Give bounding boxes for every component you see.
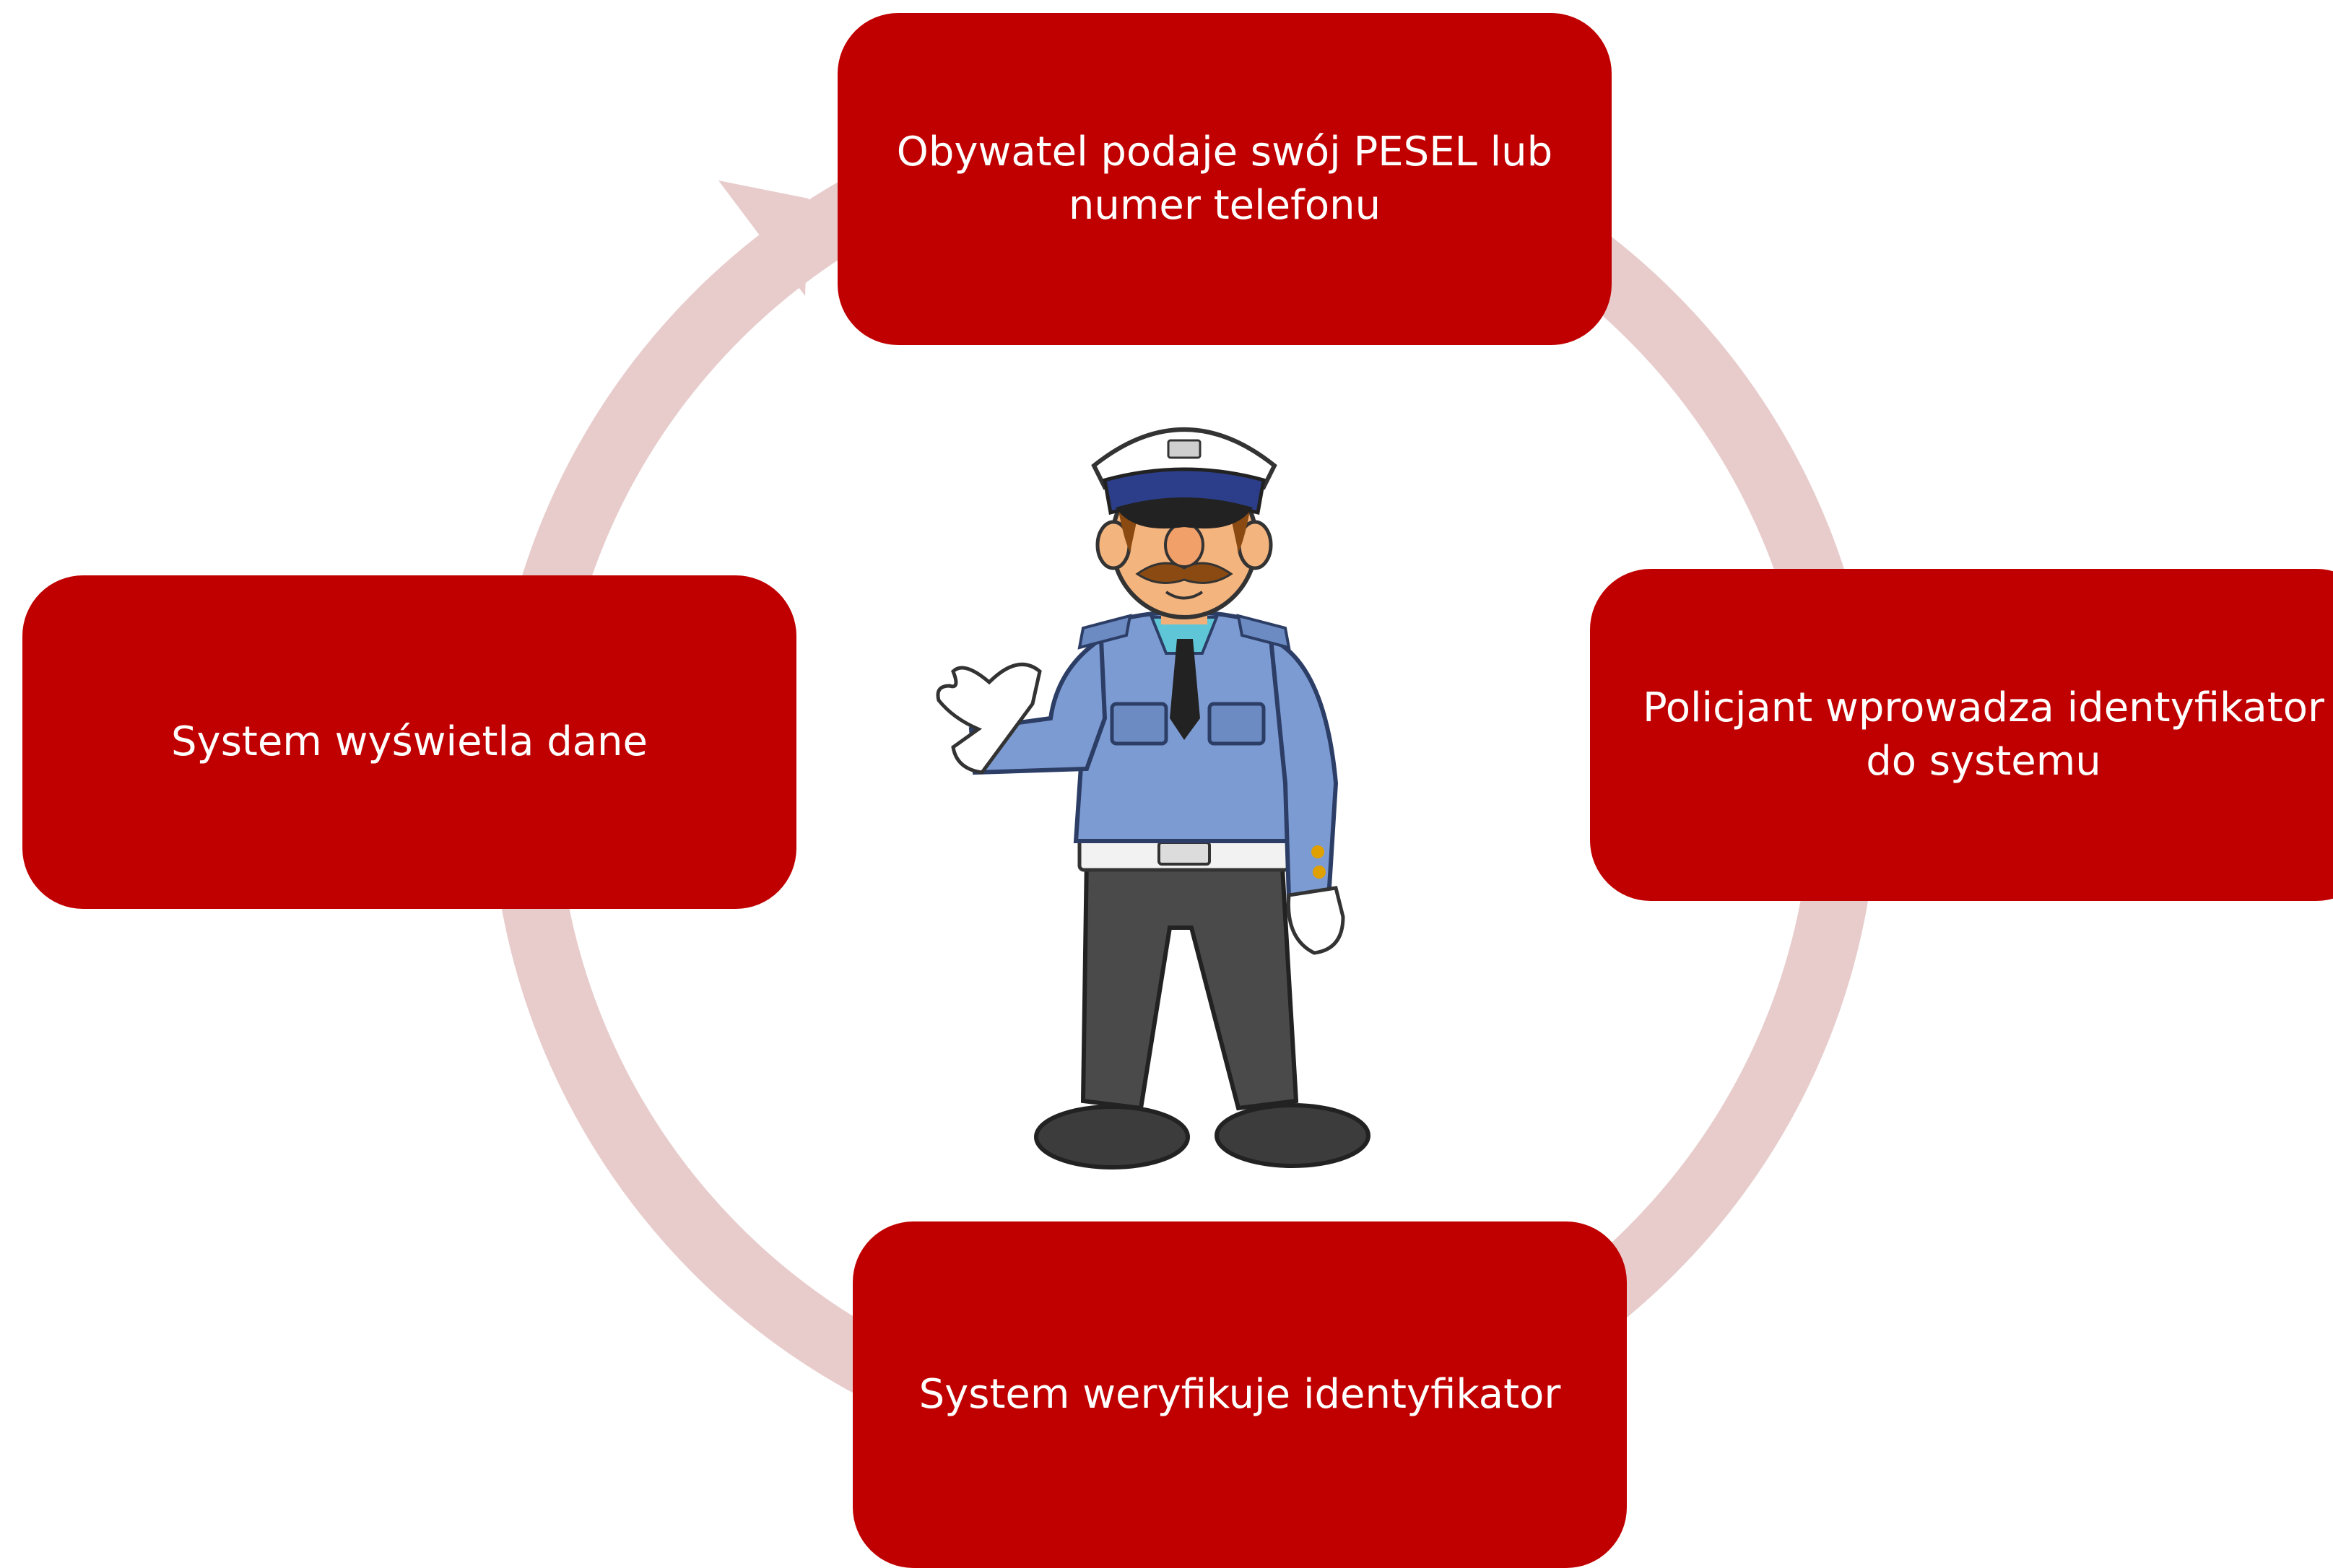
policeman-illustration bbox=[936, 427, 1370, 1170]
left-shoe bbox=[1034, 1105, 1190, 1170]
step-box-system-displays: System wyświetla dane bbox=[22, 575, 796, 909]
step-box-officer-enters-id: Policjant wprowadza identyfikator do sys… bbox=[1590, 569, 2333, 901]
cap-badge bbox=[1167, 439, 1202, 459]
trousers bbox=[1080, 853, 1299, 1111]
sleeve-button bbox=[1313, 866, 1326, 879]
step-label: Policjant wprowadza identyfikator do sys… bbox=[1642, 684, 2325, 785]
step-label: Obywatel podaje swój PESEL lub numer tel… bbox=[896, 129, 1553, 229]
left-pocket bbox=[1110, 702, 1168, 746]
right-pocket bbox=[1207, 702, 1266, 746]
sleeve-button bbox=[1311, 845, 1324, 858]
step-box-system-verifies: System weryfikuje identyfikator bbox=[853, 1221, 1627, 1568]
tie bbox=[1170, 639, 1200, 740]
step-label: System weryfikuje identyfikator bbox=[918, 1371, 1561, 1418]
nose bbox=[1164, 522, 1204, 568]
belt-buckle bbox=[1157, 841, 1211, 866]
step-box-citizen-provides-id: Obywatel podaje swój PESEL lub numer tel… bbox=[838, 13, 1612, 345]
left-epaulette bbox=[1077, 614, 1132, 650]
mustache bbox=[1135, 562, 1233, 584]
cycle-arrowhead bbox=[718, 180, 809, 296]
right-arm bbox=[1268, 635, 1339, 901]
mouth bbox=[1165, 591, 1204, 600]
left-glove bbox=[936, 662, 1042, 775]
step-label: System wyświetla dane bbox=[171, 718, 648, 765]
right-shoe bbox=[1215, 1103, 1370, 1168]
right-glove bbox=[1286, 886, 1345, 955]
cap-visor bbox=[1116, 497, 1253, 529]
right-epaulette bbox=[1236, 614, 1291, 650]
